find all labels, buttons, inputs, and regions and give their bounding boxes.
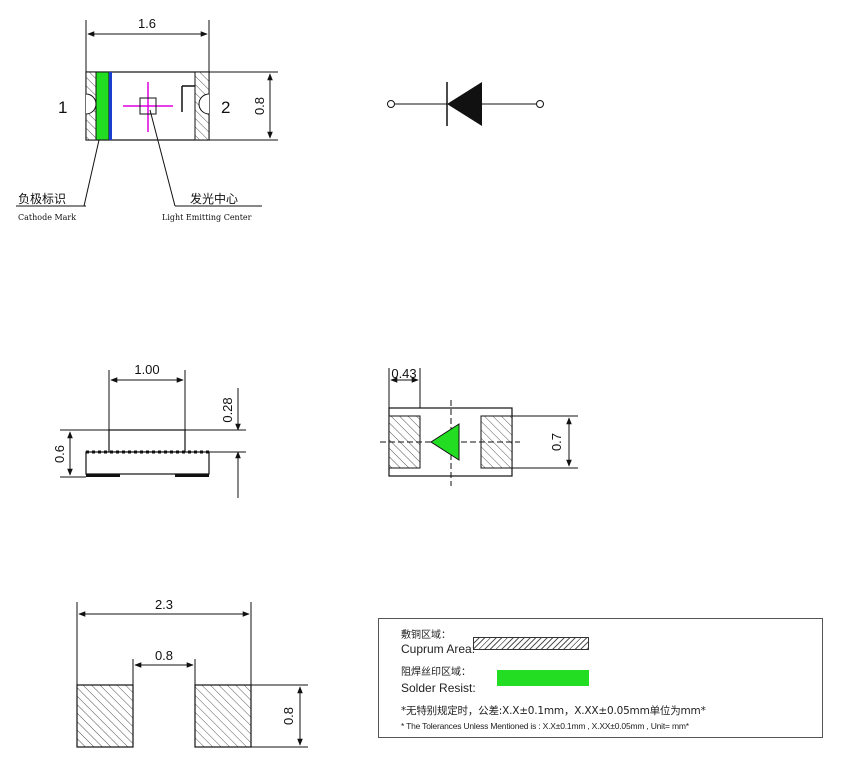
legend-tolerance-cn: *无特别规定时，公差:X.X±0.1mm，X.XX±0.05mm单位为mm* [401,705,706,717]
emitting-center-label-cn: 发光中心 [190,191,238,206]
top-view: 1.6 1 2 0.8 负极标识 Cathode Mark [16,16,278,222]
footprint-gap-dimension: 0.8 [155,648,173,663]
total-height-dimension: 0.6 [52,445,67,463]
emitting-center-label-en: Light Emitting Center [162,213,252,222]
legend-solder-en: Solder Resist: [401,681,476,695]
side-view: 1.00 0.28 0.6 [52,362,246,498]
polarity-triangle [430,423,460,461]
bottom-width-dimension: 0.7 [549,433,564,451]
lens [108,429,186,453]
legend-cuprum-en: Cuprum Area: [401,642,476,656]
bottom-view: 0.43 0.7 [380,366,578,486]
cathode-mark-label-en: Cathode Mark [18,213,76,222]
cathode-mark-label-cn: 负极标识 [18,192,66,206]
footprint-pad-right [194,684,252,748]
footprint: 2.3 0.8 0.8 [76,597,308,748]
legend-cuprum-swatch [473,637,589,650]
lens-width-dimension: 1.00 [134,362,159,377]
diode-symbol [387,82,544,126]
pin-2-label: 2 [221,98,230,117]
legend-solder-swatch [497,670,589,686]
cathode-mark-stripe [109,72,112,140]
footprint-pad-left [76,684,134,748]
substrate [85,451,210,475]
pad-width-dimension: 0.43 [391,366,416,381]
footprint-length-dimension: 2.3 [155,597,173,612]
footprint-pad-height-dimension: 0.8 [281,707,296,725]
width-dimension: 0.8 [252,97,267,115]
legend-solder-cn: 阻焊丝印区域： [401,667,471,678]
emitting-center-crosshair [123,82,173,132]
lens-height-dimension: 0.28 [220,397,235,422]
pin-1-label: 1 [58,98,67,117]
cathode-mark-green [95,71,110,141]
legend-cuprum-cn: 敷铜区域： [401,630,451,641]
length-dimension: 1.6 [138,16,156,31]
legend-tolerance-en: * The Tolerances Unless Mentioned is : X… [401,721,689,731]
legend-box: 敷铜区域： Cuprum Area: 阻焊丝印区域： Solder Resist… [378,618,823,738]
